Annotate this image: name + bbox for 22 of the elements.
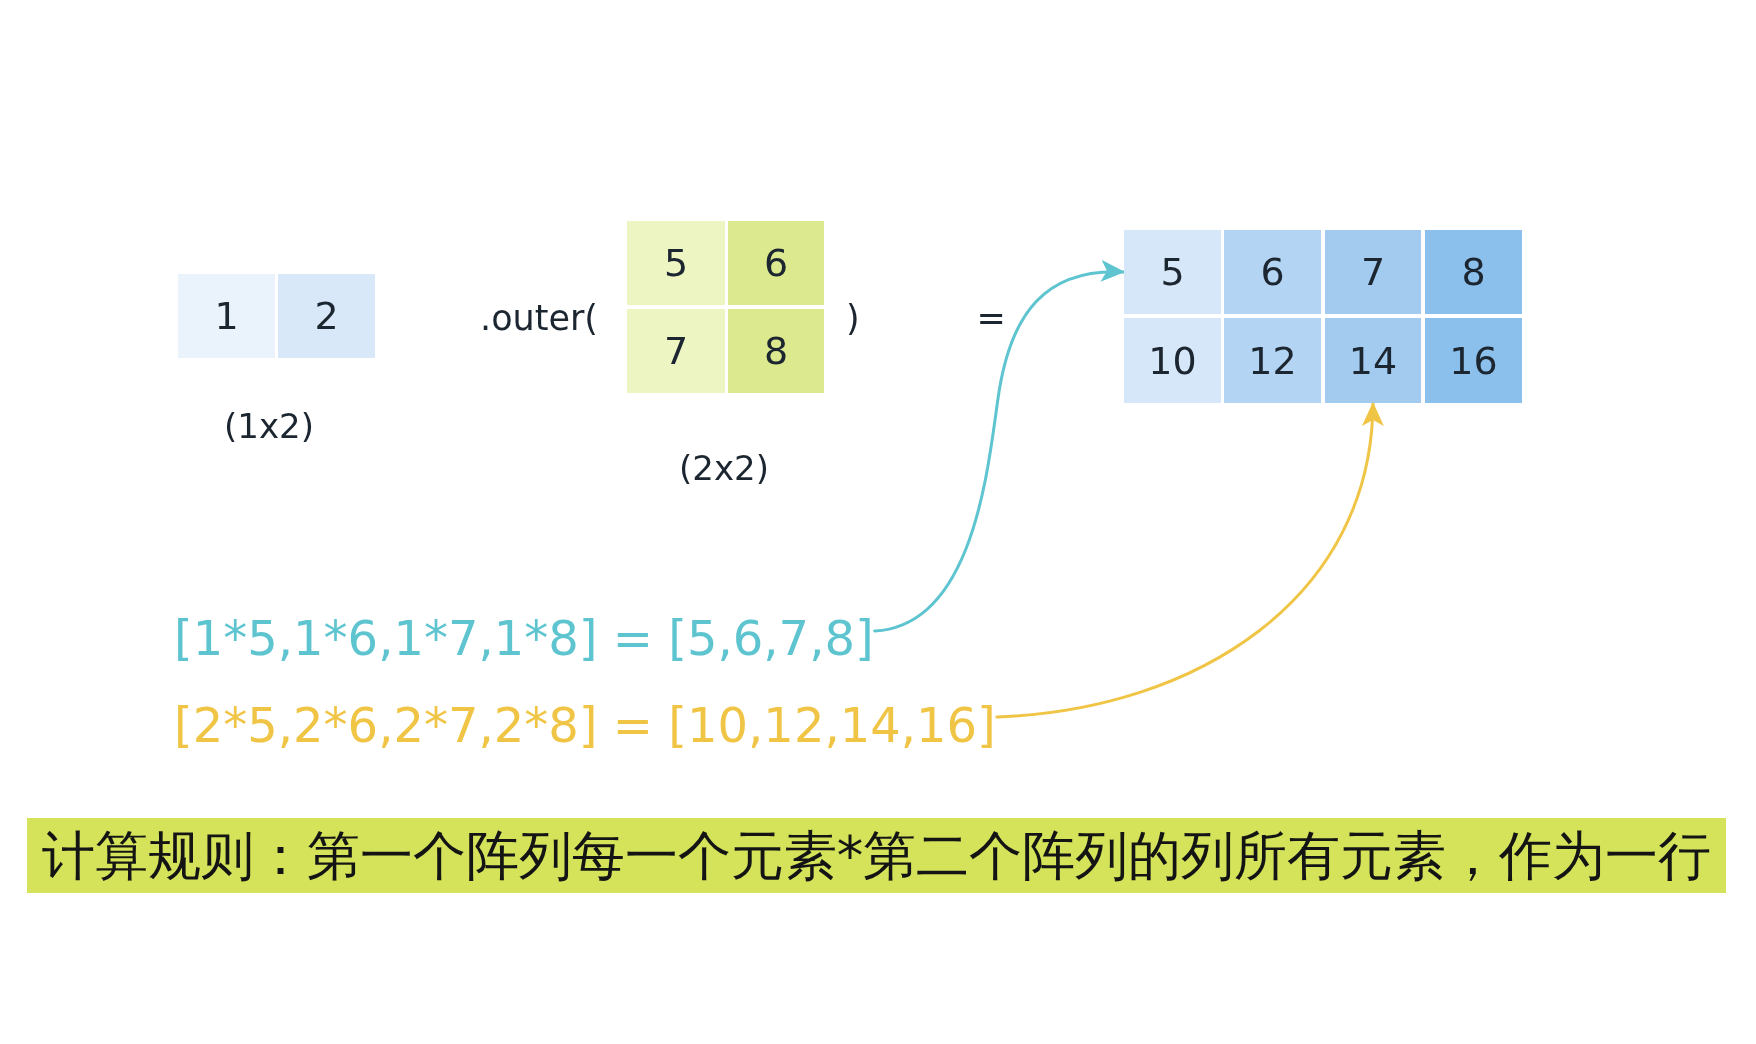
rule-banner: 计算规则：第一个阵列每一个元素*第二个阵列的列所有元素，作为一行: [27, 818, 1726, 893]
closing-parenthesis: ): [846, 300, 860, 336]
matrix-cell: 12: [1224, 318, 1321, 403]
matrix-cell: 6: [728, 221, 824, 305]
size-label: (1x2): [224, 409, 314, 443]
matrix-cell: 10: [1124, 318, 1221, 403]
curved-arrow: [995, 401, 1383, 719]
matrix-cell: 16: [1425, 318, 1522, 403]
curved-arrow: [873, 260, 1126, 633]
matrix-cell: 1: [178, 274, 275, 358]
matrix-cell: 7: [627, 309, 725, 393]
matrix-cell: 6: [1224, 230, 1321, 314]
matrix-cell: 8: [728, 309, 824, 393]
matrix-cell: 5: [1124, 230, 1221, 314]
method-call-text: .outer(: [480, 300, 599, 336]
matrix-cell: 14: [1325, 318, 1421, 403]
matrix-cell: 2: [278, 274, 375, 358]
size-label: (2x2): [679, 451, 769, 485]
equals-sign: =: [976, 300, 1006, 336]
matrix-cell: 5: [627, 221, 725, 305]
matrix-cell: 8: [1425, 230, 1522, 314]
matrix-cell: 7: [1325, 230, 1421, 314]
